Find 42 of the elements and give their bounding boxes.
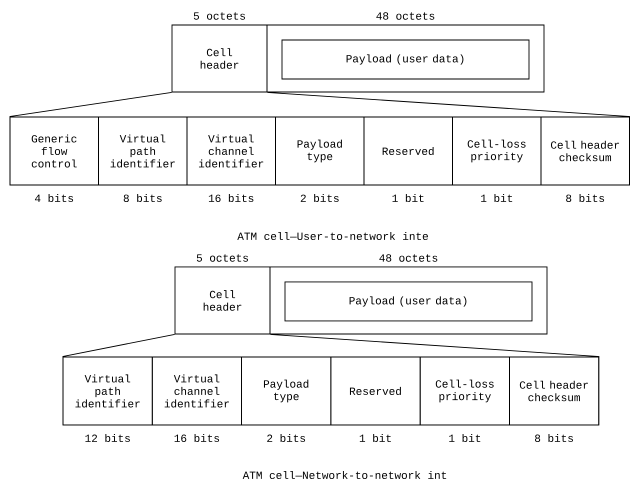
caption: ATM cell—User-to-network inte: [237, 232, 428, 240]
size-label: 2 bits: [267, 434, 306, 442]
field-box: Cell header checksum: [540, 116, 630, 186]
payload-area: [270, 266, 548, 334]
field-box: Virtual path identifier: [62, 356, 153, 426]
size-label: 1 bit: [360, 434, 391, 442]
field-box: Cell header checksum: [509, 356, 600, 426]
header-box: Cell header: [174, 266, 270, 334]
size-label: 48 octets: [376, 12, 434, 20]
field-box: Reserved: [364, 116, 453, 186]
payload-area: [266, 24, 544, 92]
expansion-line: [9, 92, 172, 117]
field-box: Cell-loss priority: [452, 116, 542, 186]
field-box: Generic flow control: [10, 116, 99, 186]
field-box: Virtual channel identifier: [152, 356, 242, 426]
caption: ATM cell—Network-to-network int: [242, 470, 446, 480]
field-box: Payload type: [275, 116, 364, 186]
payload-box: Payload (user data): [284, 282, 532, 322]
payload-box: Payload (user data): [282, 40, 530, 80]
field-box: Cell-loss priority: [420, 356, 510, 426]
size-label: 8 bits: [535, 434, 573, 442]
field-box: Virtual channel identifier: [186, 116, 276, 186]
size-label: 1 bit: [392, 194, 424, 202]
size-label: 5 octets: [194, 12, 245, 20]
header-box: Cell header: [172, 24, 268, 92]
size-label: 8 bits: [566, 194, 604, 202]
size-label: 2 bits: [300, 194, 339, 202]
expansion-line: [62, 334, 175, 357]
field-box: Payload type: [241, 356, 332, 426]
size-label: 1 bit: [449, 434, 480, 442]
size-label: 16 bits: [174, 434, 220, 442]
size-label: 48 octets: [379, 254, 438, 262]
size-label: 5 octets: [196, 254, 248, 262]
expansion-line: [270, 334, 600, 357]
size-label: 8 bits: [124, 194, 162, 202]
expansion-line: [267, 92, 630, 117]
size-label: 16 bits: [208, 194, 254, 202]
field-box: Virtual path identifier: [98, 116, 188, 186]
size-label: 4 bits: [34, 194, 74, 202]
size-label: 1 bit: [481, 194, 512, 202]
size-label: 12 bits: [85, 434, 130, 442]
field-box: Reserved: [330, 356, 421, 426]
